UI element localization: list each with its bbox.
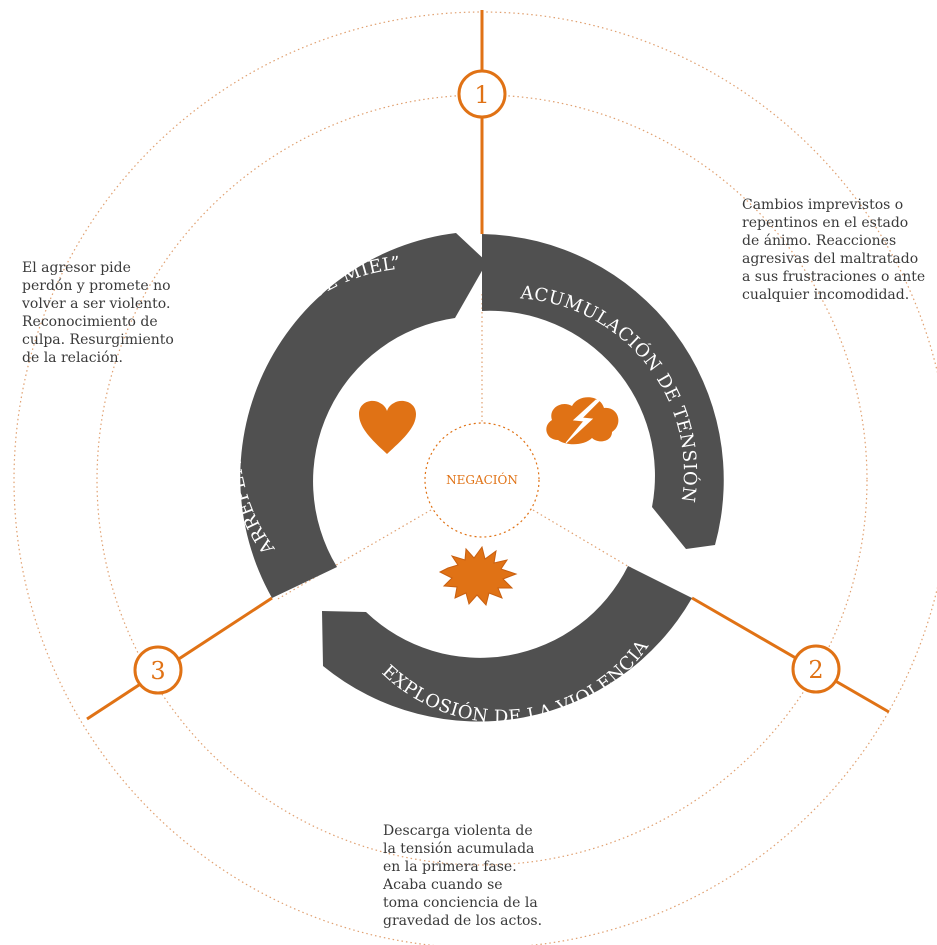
description-line: toma conciencia de la xyxy=(383,895,538,911)
description-line: volver a ser violento. xyxy=(22,296,171,312)
phase-1-number-badge: 1 xyxy=(457,69,507,119)
description-line: perdón y promete no xyxy=(22,278,171,294)
phase-3-number-badge: 3 xyxy=(133,645,183,695)
description-line: agresivas del maltratado xyxy=(742,251,919,267)
description-line: Cambios imprevistos o xyxy=(742,197,904,213)
phase-band-1 xyxy=(482,234,724,549)
description-line: de ánimo. Reacciones xyxy=(742,233,897,249)
description-line: gravedad de los actos. xyxy=(383,913,543,929)
description-line: en la primera fase. xyxy=(383,859,517,875)
inner-spoke-2 xyxy=(532,509,691,604)
heart-icon xyxy=(359,400,416,454)
description-line: El agresor pide xyxy=(22,260,131,276)
svg-text:1: 1 xyxy=(474,81,489,109)
explosion-icon xyxy=(438,545,518,607)
phase-band-3 xyxy=(240,233,487,598)
svg-text:2: 2 xyxy=(808,656,823,684)
description-line: repentinos en el estado xyxy=(742,215,909,231)
description-line: Reconocimiento de xyxy=(22,314,158,330)
lightning-cloud-icon xyxy=(546,397,619,445)
inner-spoke-3 xyxy=(275,509,432,601)
description-line: a sus frustraciones o ante xyxy=(742,269,926,285)
phase-band-2 xyxy=(322,566,692,722)
svg-text:3: 3 xyxy=(150,657,165,685)
description-line: culpa. Resurgimiento xyxy=(22,332,174,348)
phase-2-number-badge: 2 xyxy=(791,644,841,694)
description-line: Descarga violenta de xyxy=(383,823,533,839)
description-line: de la relación. xyxy=(22,350,123,366)
phase-1-description: Cambios imprevistos o repentinos en el e… xyxy=(742,196,925,304)
spoke-2 xyxy=(691,596,890,714)
description-line: Acaba cuando se xyxy=(383,877,503,893)
description-line: cualquier incomodidad. xyxy=(742,287,910,303)
center-circle xyxy=(424,422,540,538)
center-label: NEGACIÓN xyxy=(446,471,518,487)
phase-3-description: El agresor pide perdón y promete no volv… xyxy=(22,259,174,367)
description-line: la tensión acumulada xyxy=(383,841,535,857)
phase-2-description: Descarga violenta de la tensión acumulad… xyxy=(383,822,542,930)
